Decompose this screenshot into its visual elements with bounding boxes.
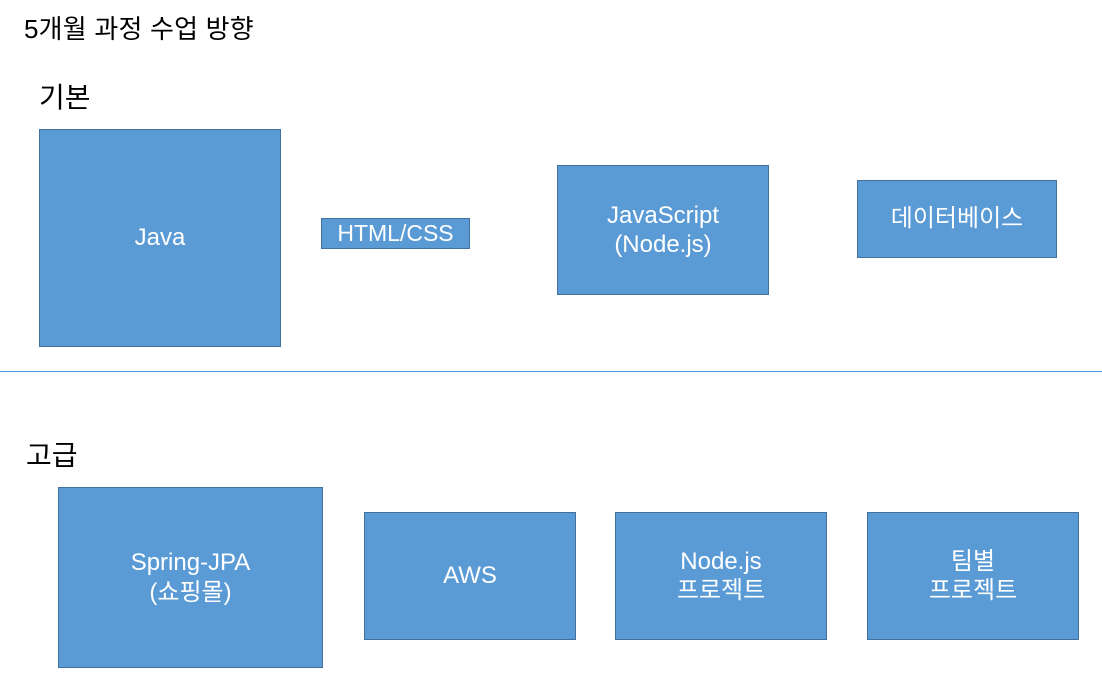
topic-box-aws[interactable]: AWS (364, 512, 576, 640)
section-divider (0, 371, 1102, 372)
page-title: 5개월 과정 수업 방향 (24, 14, 254, 44)
topic-box-java[interactable]: Java (39, 129, 281, 347)
topic-box-team-project[interactable]: 팀별 프로젝트 (867, 512, 1079, 640)
topic-box-javascript[interactable]: JavaScript (Node.js) (557, 165, 769, 295)
topic-box-spring-jpa[interactable]: Spring-JPA (쇼핑몰) (58, 487, 323, 668)
topic-box-database[interactable]: 데이터베이스 (857, 180, 1057, 258)
section-label-advanced: 고급 (26, 440, 78, 471)
topic-box-nodejs-project[interactable]: Node.js 프로젝트 (615, 512, 827, 640)
topic-box-html-css[interactable]: HTML/CSS (321, 218, 470, 249)
section-label-basic: 기본 (39, 82, 91, 113)
